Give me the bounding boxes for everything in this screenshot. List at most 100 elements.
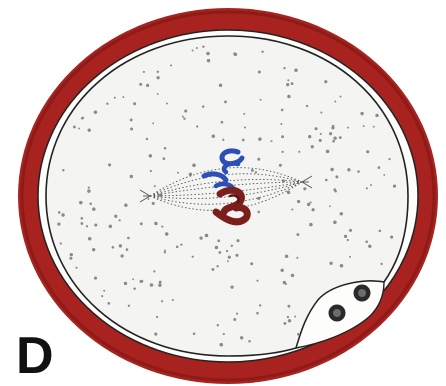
- granule: [335, 175, 338, 178]
- granule: [161, 226, 163, 228]
- granule: [143, 71, 145, 73]
- granule: [366, 187, 368, 189]
- granule: [331, 126, 334, 129]
- granule: [157, 71, 159, 73]
- granule: [222, 139, 224, 141]
- granule: [347, 127, 349, 129]
- granule: [217, 324, 219, 326]
- granule: [92, 248, 95, 251]
- granule: [94, 223, 97, 226]
- granule: [281, 151, 283, 153]
- granule: [79, 201, 82, 204]
- granule: [383, 174, 385, 176]
- granule: [349, 256, 351, 258]
- granule: [258, 70, 261, 73]
- granule: [340, 264, 344, 268]
- granule: [150, 170, 152, 172]
- granule: [379, 230, 382, 233]
- granule: [236, 239, 239, 242]
- granule: [124, 203, 127, 206]
- granule: [393, 185, 396, 188]
- granule: [255, 171, 257, 173]
- granule: [347, 168, 350, 171]
- granule: [312, 208, 315, 211]
- granule: [176, 245, 179, 248]
- granule: [101, 295, 103, 297]
- granule: [196, 125, 198, 127]
- granule: [389, 158, 391, 160]
- granule: [236, 313, 238, 315]
- granule: [308, 135, 311, 138]
- granule: [146, 84, 149, 87]
- granule: [61, 213, 64, 216]
- granule: [164, 251, 166, 253]
- granule: [373, 126, 375, 128]
- granule: [256, 312, 259, 315]
- granule: [119, 244, 122, 247]
- granule: [139, 83, 142, 86]
- granule: [170, 64, 172, 66]
- granule: [333, 137, 336, 140]
- granule: [297, 333, 300, 336]
- panel-label: D: [16, 330, 54, 382]
- granule: [207, 59, 210, 62]
- granule: [291, 274, 294, 277]
- granule: [324, 80, 327, 83]
- granule: [70, 253, 73, 256]
- granule: [180, 243, 182, 245]
- granule: [230, 285, 233, 288]
- granule: [283, 322, 286, 325]
- granule: [126, 248, 129, 251]
- granule: [88, 129, 91, 132]
- granule: [242, 139, 245, 142]
- granule: [157, 93, 159, 95]
- granule: [158, 283, 161, 286]
- granule: [78, 127, 80, 129]
- granule: [69, 257, 72, 260]
- granule: [159, 281, 162, 284]
- granule: [156, 76, 159, 79]
- granule: [205, 234, 209, 238]
- granule: [149, 154, 152, 157]
- granule: [62, 169, 64, 171]
- granule: [164, 249, 166, 251]
- granule: [339, 136, 342, 139]
- granule: [153, 270, 155, 272]
- granule: [80, 222, 83, 225]
- granule: [154, 222, 157, 225]
- granule: [257, 211, 260, 214]
- granule: [73, 125, 76, 128]
- granule: [164, 147, 167, 150]
- granule: [281, 135, 284, 138]
- granule: [257, 158, 260, 161]
- granule: [287, 305, 290, 308]
- granule: [202, 46, 204, 48]
- granule: [270, 140, 272, 142]
- granule: [132, 278, 134, 280]
- granule: [288, 319, 291, 322]
- granule: [309, 223, 313, 227]
- granule: [106, 102, 108, 104]
- granule: [243, 113, 245, 115]
- granule: [166, 102, 168, 104]
- granule: [196, 47, 198, 49]
- granule: [156, 316, 158, 318]
- granule: [248, 340, 251, 343]
- granule: [251, 169, 254, 172]
- granule: [233, 318, 236, 321]
- granule: [365, 241, 368, 244]
- granule: [291, 208, 293, 210]
- granule: [281, 109, 284, 112]
- granule: [192, 50, 194, 52]
- granule: [89, 202, 92, 205]
- granule: [315, 127, 318, 130]
- granule: [133, 102, 136, 105]
- granule: [375, 114, 378, 117]
- granule: [165, 232, 168, 235]
- granule: [219, 84, 222, 87]
- granule: [224, 100, 227, 103]
- granule: [189, 173, 192, 176]
- granule: [122, 96, 124, 98]
- granule: [287, 95, 290, 98]
- granule: [360, 112, 363, 115]
